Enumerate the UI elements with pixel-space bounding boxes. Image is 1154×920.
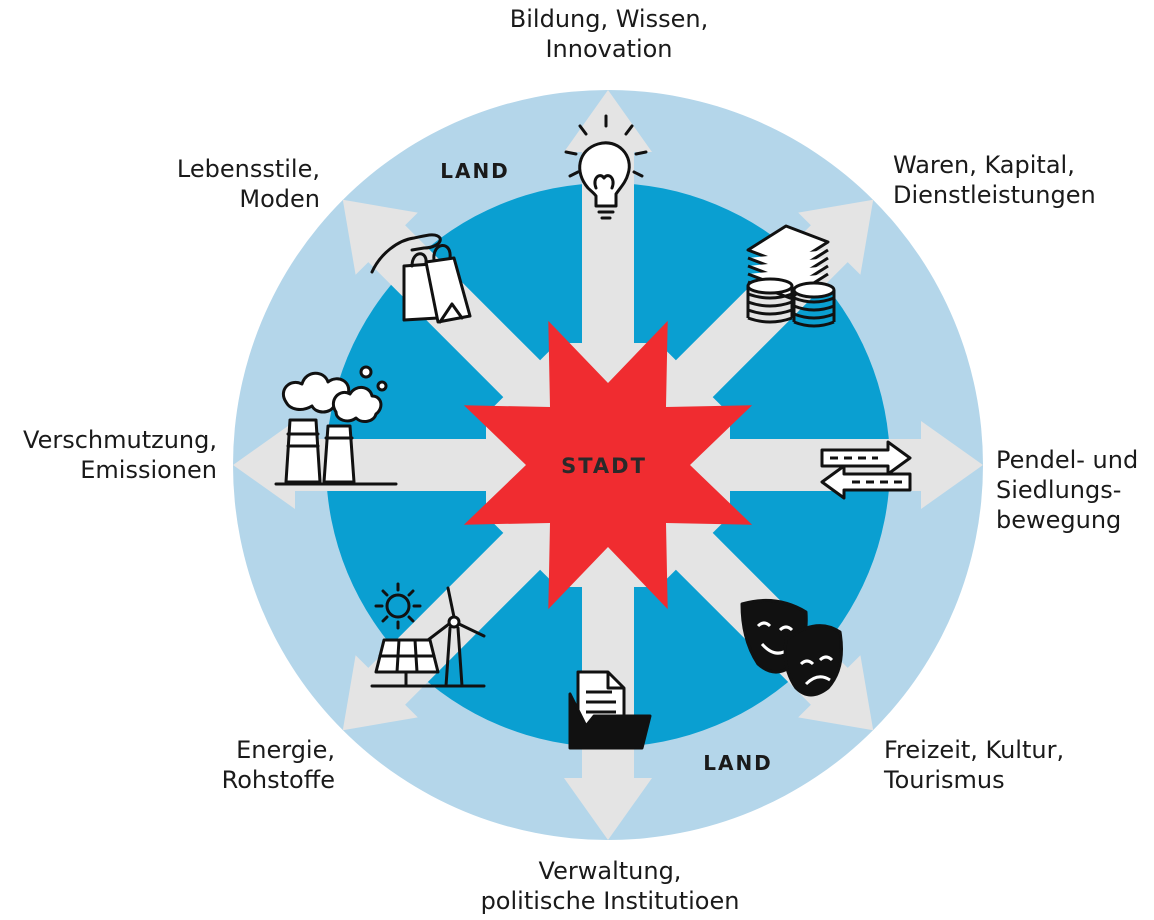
label-line: Freizeit, Kultur, (884, 736, 1065, 764)
ring-label-bottom: LAND (703, 751, 773, 775)
label-line: politische Institutioen (480, 887, 740, 915)
label-lebensstile-moden: Lebensstile, Moden (130, 154, 320, 214)
label-waren-kapital-dienstleistungen: Waren, Kapital, Dienstleistungen (893, 150, 1143, 210)
stadt-star (463, 320, 753, 610)
label-line: Bildung, Wissen, (509, 5, 709, 33)
money-stack-icon (746, 224, 836, 328)
label-energie-rohstoffe: Energie, Rohstoffe (150, 735, 335, 795)
label-line: Pendel- und (996, 446, 1139, 474)
label-verwaltung-politische-institutionen: Verwaltung, politische Institutioen (430, 856, 790, 916)
center-label: STADT (561, 454, 647, 478)
ring-label-top: LAND (440, 159, 510, 183)
label-line: Tourismus (884, 766, 1005, 794)
folder-document-icon (568, 670, 652, 750)
label-line: Moden (239, 185, 320, 213)
solar-wind-icon (370, 582, 486, 688)
label-line: Dienstleistungen (893, 181, 1096, 209)
label-line: Verwaltung, (538, 857, 682, 885)
factory-smoke-icon (274, 365, 398, 486)
label-line: Innovation (545, 35, 673, 63)
theater-masks-icon (740, 598, 843, 697)
label-line: Energie, (236, 736, 335, 764)
label-bildung-wissen-innovation: Bildung, Wissen, Innovation (474, 4, 744, 64)
label-pendel-siedlungsbewegung: Pendel- und Siedlungs- bewegung (996, 445, 1151, 535)
label-line: Emissionen (80, 456, 217, 484)
label-line: Siedlungs- (996, 476, 1122, 504)
shopping-bags-icon (370, 233, 472, 324)
label-line: Rohstoffe (221, 766, 335, 794)
two-way-arrows-icon (820, 440, 912, 500)
label-freizeit-kultur-tourismus: Freizeit, Kultur, Tourismus (884, 735, 1134, 795)
label-verschmutzung-emissionen: Verschmutzung, Emissionen (2, 425, 217, 485)
label-line: bewegung (996, 506, 1122, 534)
label-line: Lebensstile, (176, 155, 320, 183)
label-line: Verschmutzung, (23, 426, 217, 454)
label-line: Waren, Kapital, (893, 151, 1075, 179)
lightbulb-icon (564, 114, 648, 220)
